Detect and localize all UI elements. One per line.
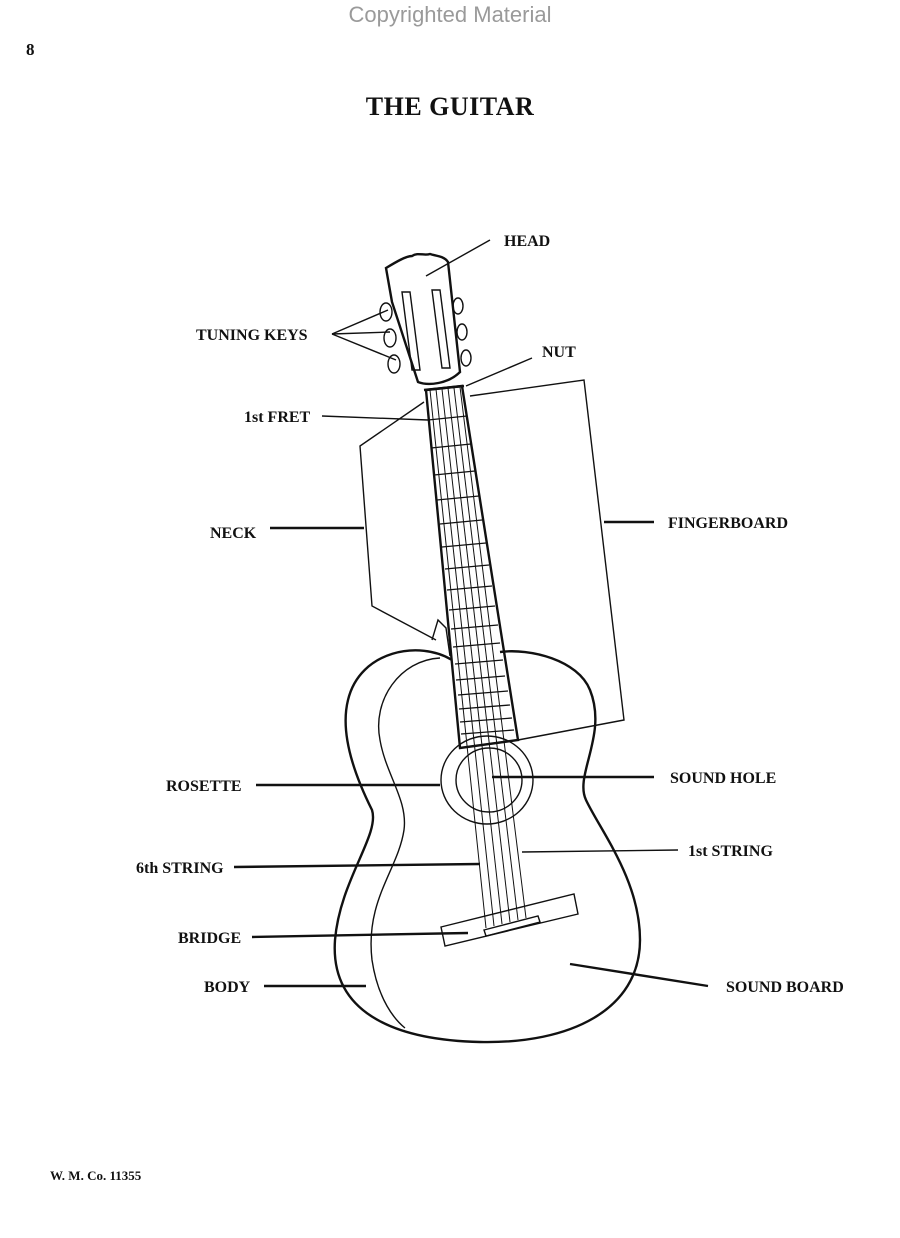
saddle	[483, 915, 541, 937]
page-number: 8	[26, 40, 35, 59]
sound-board-leader	[569, 962, 709, 988]
first-string-leader	[521, 849, 679, 853]
rosette	[440, 735, 534, 825]
fingerboard-bracket	[469, 379, 625, 741]
neck-bracket	[359, 401, 437, 641]
label-first-string: 1st STRING	[688, 843, 773, 860]
label-head: HEAD	[504, 233, 550, 250]
bridge-leader	[251, 931, 469, 939]
neck-heel	[431, 618, 451, 657]
head-slot-right	[431, 289, 451, 369]
label-sixth-string: 6th STRING	[136, 860, 224, 877]
label-tuning-keys: TUNING KEYS	[196, 327, 308, 344]
tuning-key-leader-3	[331, 333, 397, 361]
nut-leader	[465, 357, 533, 387]
head-slot-left	[401, 291, 421, 371]
sixth-string-leader	[233, 862, 481, 869]
label-fingerboard: FINGERBOARD	[668, 515, 788, 532]
label-first-fret: 1st FRET	[244, 409, 311, 426]
guitar-body-side	[370, 657, 441, 1029]
guitar-body-outline	[333, 649, 642, 1044]
tuning-keys	[379, 297, 472, 374]
label-body: BODY	[204, 979, 251, 996]
label-sound-hole: SOUND HOLE	[670, 770, 776, 787]
label-nut: NUT	[542, 344, 576, 361]
footer-catalog-number: W. M. Co. 11355	[50, 1168, 142, 1183]
strings	[429, 386, 527, 929]
label-rosette: ROSETTE	[166, 778, 242, 795]
first-fret-leader	[321, 415, 429, 421]
guitar-head	[384, 252, 462, 386]
label-sound-board: SOUND BOARD	[726, 979, 844, 996]
frets	[427, 415, 515, 735]
label-bridge: BRIDGE	[178, 930, 241, 947]
page-title: THE GUITAR	[365, 92, 535, 121]
tuning-key-leader-2	[331, 331, 391, 335]
label-neck: NECK	[210, 525, 257, 542]
tuning-key-leader-1	[331, 309, 389, 335]
copyright-watermark: Copyrighted Material	[348, 2, 552, 27]
bridge	[440, 893, 579, 947]
head-leader	[425, 239, 491, 277]
nut	[423, 384, 465, 392]
